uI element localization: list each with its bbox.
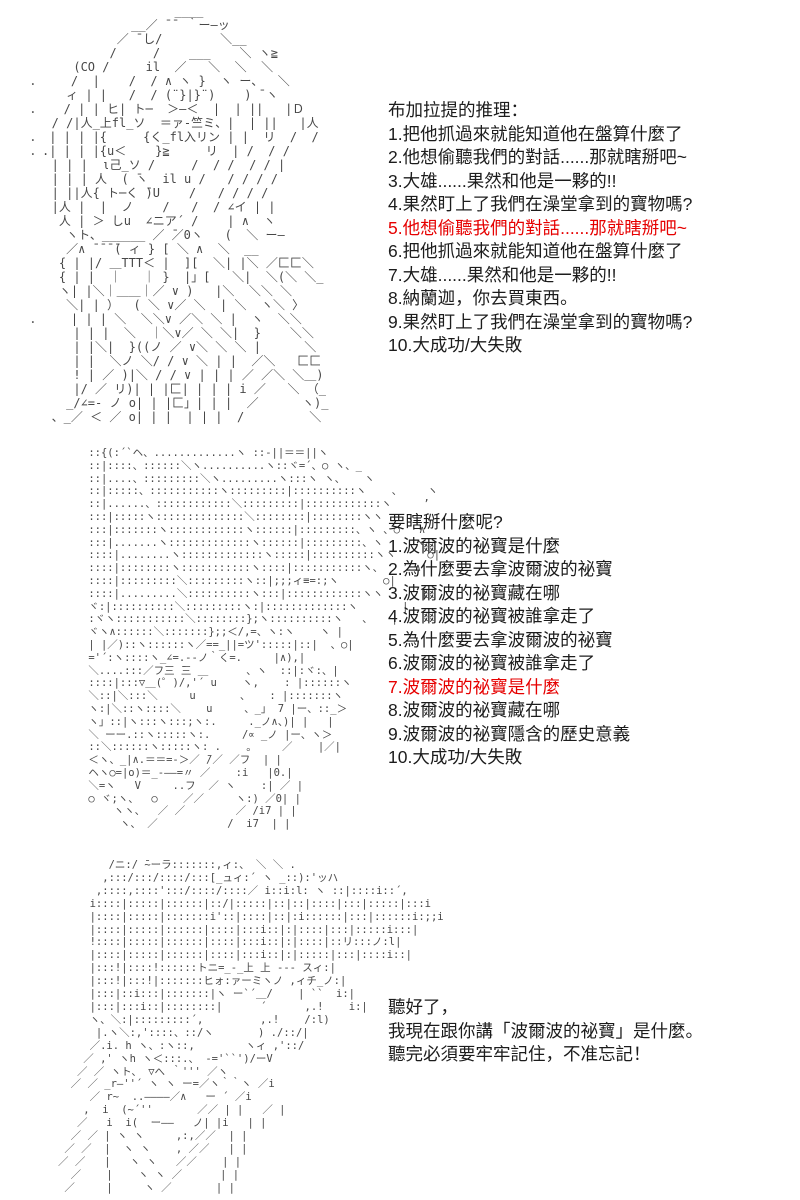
options-title: 要瞎掰什麼呢? — [388, 512, 503, 532]
option-item: 9.波爾波的祕寶隱含的歷史意義 — [388, 723, 631, 744]
option-item: 1.波爾波的祕寶是什麼 — [388, 535, 561, 556]
reasoning-item: 8.納蘭迦，你去買東西。 — [388, 288, 578, 308]
reasoning-item: 4.果然盯上了我們在澡堂拿到的寶物嗎? — [388, 194, 693, 214]
speech-line: 聽完必須要牢牢記住，不准忘記！ — [388, 1044, 651, 1064]
reasoning-item: 2.他想偷聽我們的對話......那就瞎掰吧~ — [388, 147, 687, 167]
option-item: 4.波爾波的祕寶被誰拿走了 — [388, 606, 596, 626]
reasoning-item: 7.大雄......果然和他是一夥的!! — [388, 264, 617, 285]
option-item: 6.波爾波的祕寶被誰拿走了 — [388, 653, 596, 673]
bluff-options-list: 要瞎掰什麼呢? 1.波爾波的祕寶是什麼 2.為什麼要去拿波爾波的祕寶 3.波爾波… — [388, 511, 630, 770]
option-item: 10.大成功/大失敗 — [388, 747, 523, 767]
ascii-art-bucciarati: ____ __／ ̄ ̄ ｀ー―ッ ／ ̄ し/ ＼__ / / ___ ＼ ヽ… — [30, 4, 329, 424]
reasoning-item: 3.大雄......果然和他是一夥的!! — [388, 170, 617, 191]
reasoning-item: 9.果然盯上了我們在澡堂拿到的寶物嗎? — [388, 311, 693, 332]
reasoning-title: 布加拉提的推理： — [388, 100, 528, 120]
option-item: 8.波爾波的祕寶藏在哪 — [388, 700, 561, 720]
speech-line: 聽好了， — [388, 997, 458, 1017]
speech-text: 聽好了， 我現在跟你講「波爾波的祕寶」是什麼。 聽完必須要牢牢記住，不准忘記！ — [388, 996, 703, 1067]
reasoning-item: 10.大成功/大失敗 — [388, 335, 523, 355]
option-item: 5.為什麼要去拿波爾波的祕寶 — [388, 629, 613, 650]
reasoning-item-highlighted: 5.他想偷聽我們的對話......那就瞎掰吧~ — [388, 217, 687, 238]
reasoning-item: 1.把他抓過來就能知道他在盤算什麼了 — [388, 123, 683, 144]
reasoning-list: 布加拉提的推理： 1.把他抓過來就能知道他在盤算什麼了 2.他想偷聽我們的對話.… — [388, 99, 692, 358]
speech-line: 我現在跟你講「波爾波的祕寶」是什麼。 — [388, 1020, 703, 1041]
option-item: 2.為什麼要去拿波爾波的祕寶 — [388, 559, 613, 579]
ascii-art-figure-3: /ニ:/ ̄~ーラ:::::::,ィ:、 ＼ ＼ . ,:::/:::/::::… — [58, 859, 444, 1194]
reasoning-item: 6.把他抓過來就能知道他在盤算什麼了 — [388, 241, 683, 261]
ascii-art-figure-2: ::{(:´`ヘ、.............ヽ ::-||＝＝||ヽ ::|::… — [88, 447, 441, 831]
option-item: 3.波爾波的祕寶藏在哪 — [388, 582, 561, 603]
option-item-highlighted: 7.波爾波的祕寶是什麼 — [388, 676, 561, 697]
